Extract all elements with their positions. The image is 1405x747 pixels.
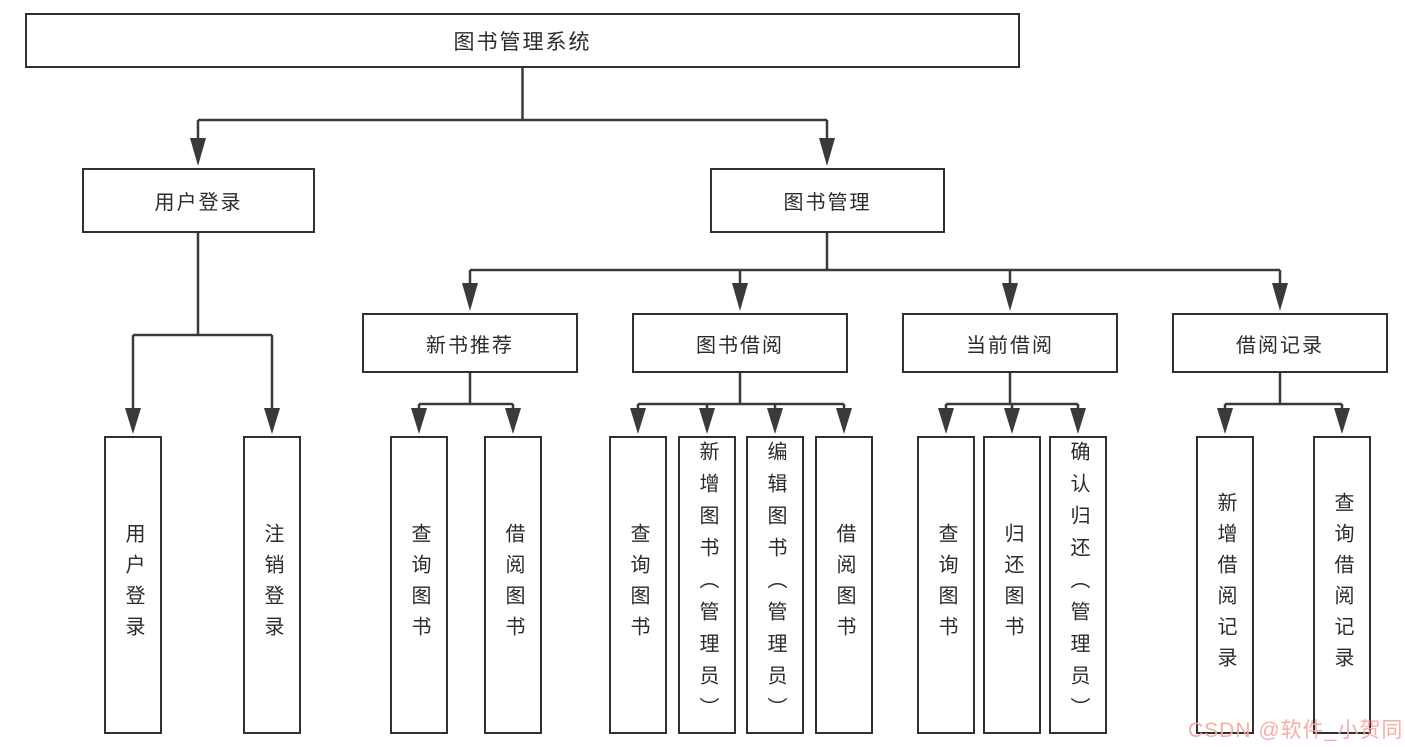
arrowhead-icon (411, 408, 427, 434)
arrowhead-icon (1217, 408, 1233, 434)
connector-borrow-to-leaves (636, 373, 846, 410)
arrowhead-icon (767, 408, 783, 434)
arrowhead-icon (732, 283, 748, 311)
arrowhead-icon (264, 408, 280, 434)
connector-bookmgmt-to-level3 (468, 233, 1282, 287)
connector-records-to-leaves (1223, 373, 1344, 410)
leaf-borrow-books: 借阅图书 (815, 436, 873, 734)
leaf-add-borrow-record: 新增借阅记录 (1196, 436, 1254, 734)
arrowhead-icon (1272, 283, 1288, 311)
arrowhead-icon (836, 408, 852, 434)
leaf-user-login: 用户登录 (104, 436, 162, 734)
connector-newbook-to-leaves (417, 373, 515, 410)
arrowhead-icon (699, 408, 715, 434)
watermark-text: CSDN @软件_小贺同学 (1188, 719, 1405, 742)
leaf-confirm-return-admin: 确认归还（管理员） (1049, 436, 1107, 734)
leaf-query-books-recommend: 查询图书 (390, 436, 448, 734)
arrowhead-icon (630, 408, 646, 434)
connector-root-to-level2 (196, 68, 829, 140)
node-current-borrow: 当前借阅 (902, 313, 1118, 373)
connector-userlogin-to-leaves (131, 233, 274, 410)
leaf-query-books-current: 查询图书 (917, 436, 975, 734)
node-borrow-records: 借阅记录 (1172, 313, 1388, 373)
node-user-login: 用户登录 (82, 168, 315, 233)
arrowhead-icon (125, 408, 141, 434)
arrowhead-icon (1002, 283, 1018, 311)
node-new-book-recommend: 新书推荐 (362, 313, 578, 373)
arrowhead-icon (1004, 408, 1020, 434)
leaf-query-books-borrow: 查询图书 (609, 436, 667, 734)
arrowhead-icon (938, 408, 954, 434)
arrowhead-icon (1070, 408, 1086, 434)
leaf-edit-book-admin: 编辑图书（管理员） (746, 436, 804, 734)
arrowhead-icon (462, 283, 478, 311)
arrowhead-icon (190, 138, 206, 166)
leaf-return-books: 归还图书 (983, 436, 1041, 734)
leaf-borrow-books-recommend: 借阅图书 (484, 436, 542, 734)
arrowhead-icon (819, 138, 835, 166)
leaf-logout: 注销登录 (243, 436, 301, 734)
connector-current-to-leaves (944, 373, 1080, 410)
node-book-management: 图书管理 (710, 168, 945, 233)
node-root: 图书管理系统 (25, 13, 1020, 68)
arrowhead-icon (505, 408, 521, 434)
node-book-borrow: 图书借阅 (632, 313, 848, 373)
arrowhead-icon (1334, 408, 1350, 434)
leaf-query-borrow-record: 查询借阅记录 (1313, 436, 1371, 734)
leaf-add-book-admin: 新增图书（管理员） (678, 436, 736, 734)
